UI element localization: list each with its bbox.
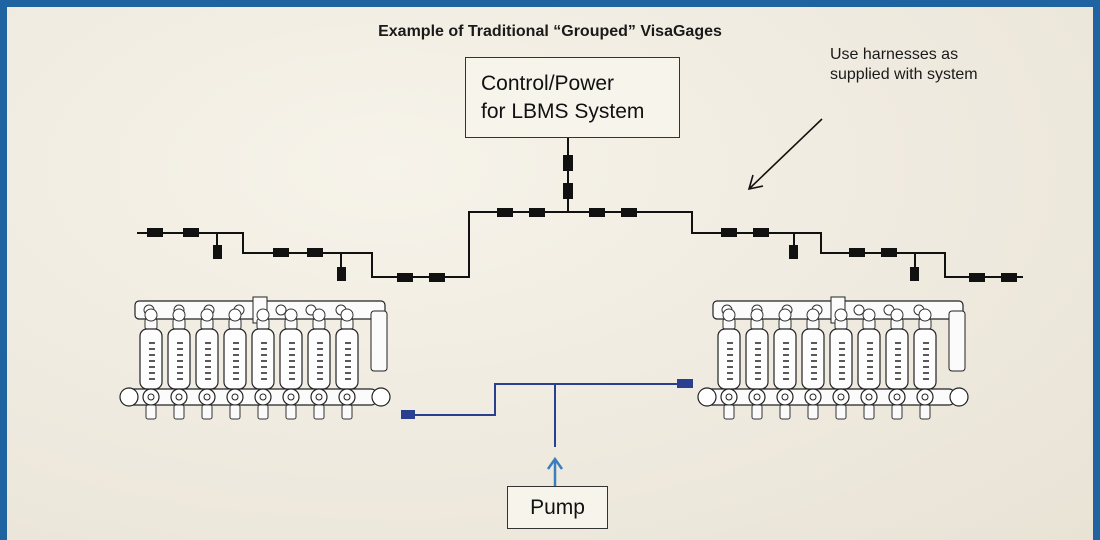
control-box-line2: for LBMS System — [481, 100, 645, 123]
diagram-title: Example of Traditional “Grouped” VisaGag… — [378, 23, 722, 40]
visagage-manifold-right — [698, 297, 968, 419]
control-box-line1: Control/Power — [481, 72, 615, 95]
pump-box: Pump — [507, 486, 608, 529]
control-power-box: Control/Power for LBMS System — [465, 57, 680, 138]
annotation-line1: Use harnesses as — [830, 46, 959, 63]
visagage-manifold-left — [120, 297, 390, 419]
pump-connector — [401, 379, 693, 419]
harness-connector — [563, 155, 573, 199]
right-harness — [568, 211, 1023, 278]
harness-annotation: Use harnesses as supplied with system — [830, 45, 978, 85]
arrow-icon — [747, 118, 823, 191]
pump-line — [413, 383, 683, 447]
harness-connector — [589, 208, 1017, 282]
annotation-line2: supplied with system — [830, 66, 978, 83]
diagram-canvas — [7, 118, 1023, 487]
left-harness — [137, 211, 568, 278]
harness-connector — [147, 208, 545, 282]
up-arrow-icon — [546, 456, 564, 487]
